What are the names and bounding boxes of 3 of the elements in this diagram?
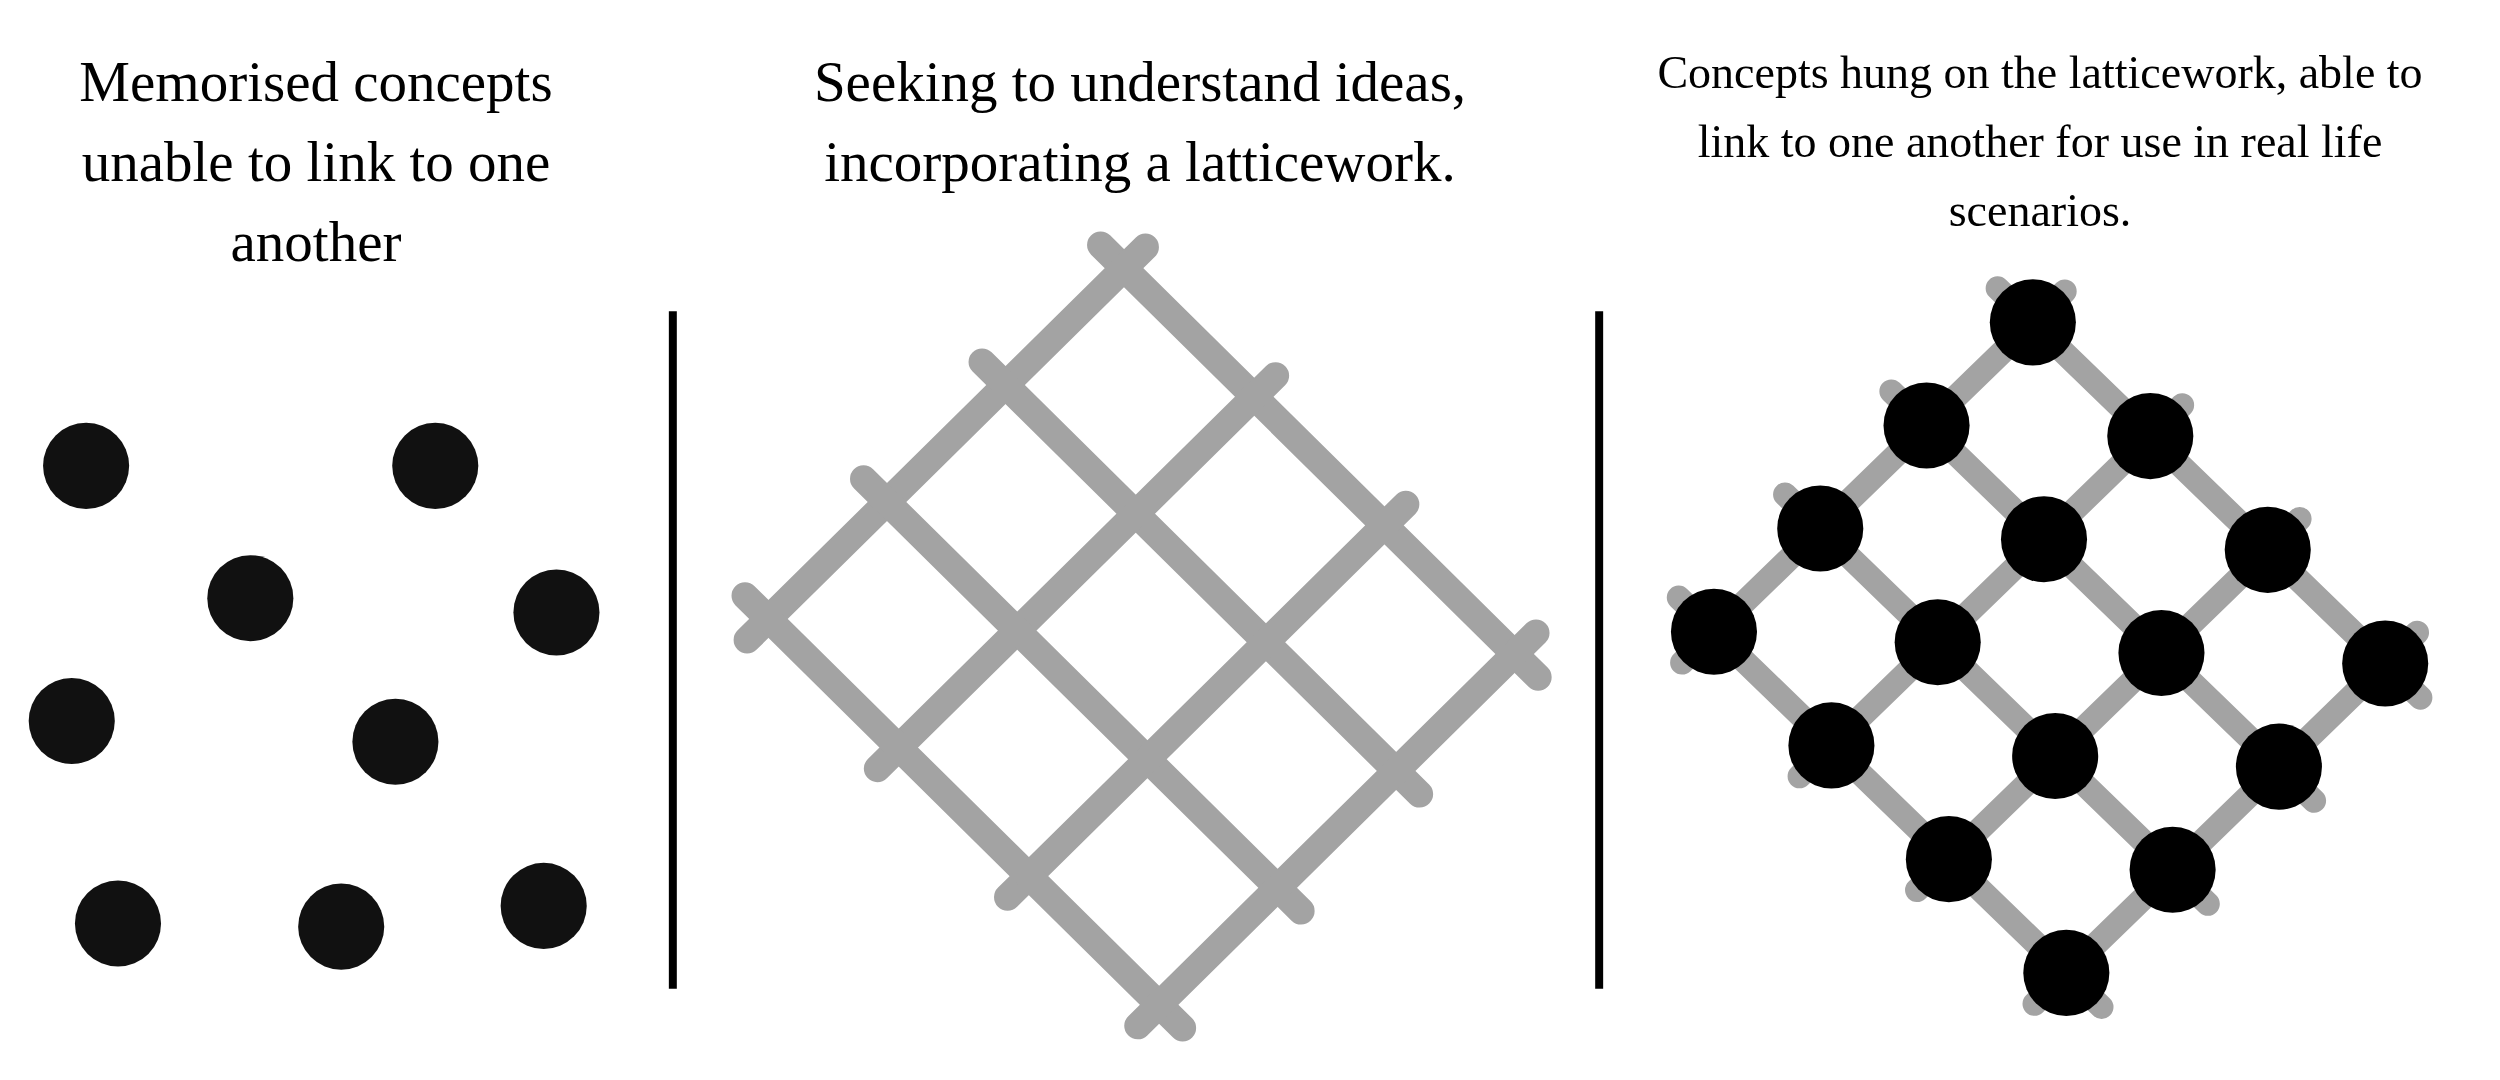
heading-text: Concepts hung on the latticework, able to link to one another for use in real life scenarios. bbox=[1656, 46, 2424, 238]
heading-text: Memorised concepts unable to link to one another bbox=[78, 49, 554, 275]
heading-text: Seeking to understand ideas, incorporating a latticework. bbox=[812, 49, 1468, 195]
